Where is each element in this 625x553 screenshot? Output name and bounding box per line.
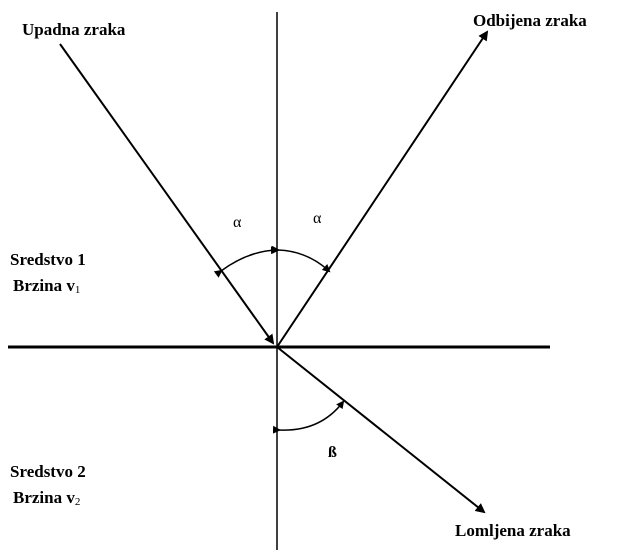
medium2-speed-subscript: 2: [74, 496, 81, 508]
refraction-angle-arc: [272, 400, 345, 434]
reflection-angle-arc: [271, 245, 331, 273]
medium2-name: Sredstvo 2: [10, 462, 86, 481]
incidence-angle-label: α: [233, 214, 242, 231]
refracted-ray: [276, 346, 486, 514]
medium2-speed: Brzina v2: [13, 489, 80, 508]
reflected-ray: [276, 30, 489, 348]
medium1-speed-label: Brzina v: [13, 276, 75, 295]
refracted-ray-label: Lomljena zraka: [455, 521, 571, 540]
incident-ray-label: Upadna zraka: [22, 20, 126, 39]
medium1-speed-subscript: 1: [74, 284, 81, 296]
reflected-ray-label: Odbijena zraka: [473, 11, 587, 30]
incident-ray: [59, 43, 275, 345]
medium1-name: Sredstvo 1: [10, 250, 86, 269]
medium1-speed: Brzina v1: [13, 277, 80, 296]
medium2-speed-label: Brzina v: [13, 488, 75, 507]
reflection-angle-label: α: [313, 210, 322, 227]
refraction-angle-label: ß: [328, 444, 337, 461]
incidence-angle-arc: [213, 246, 279, 278]
